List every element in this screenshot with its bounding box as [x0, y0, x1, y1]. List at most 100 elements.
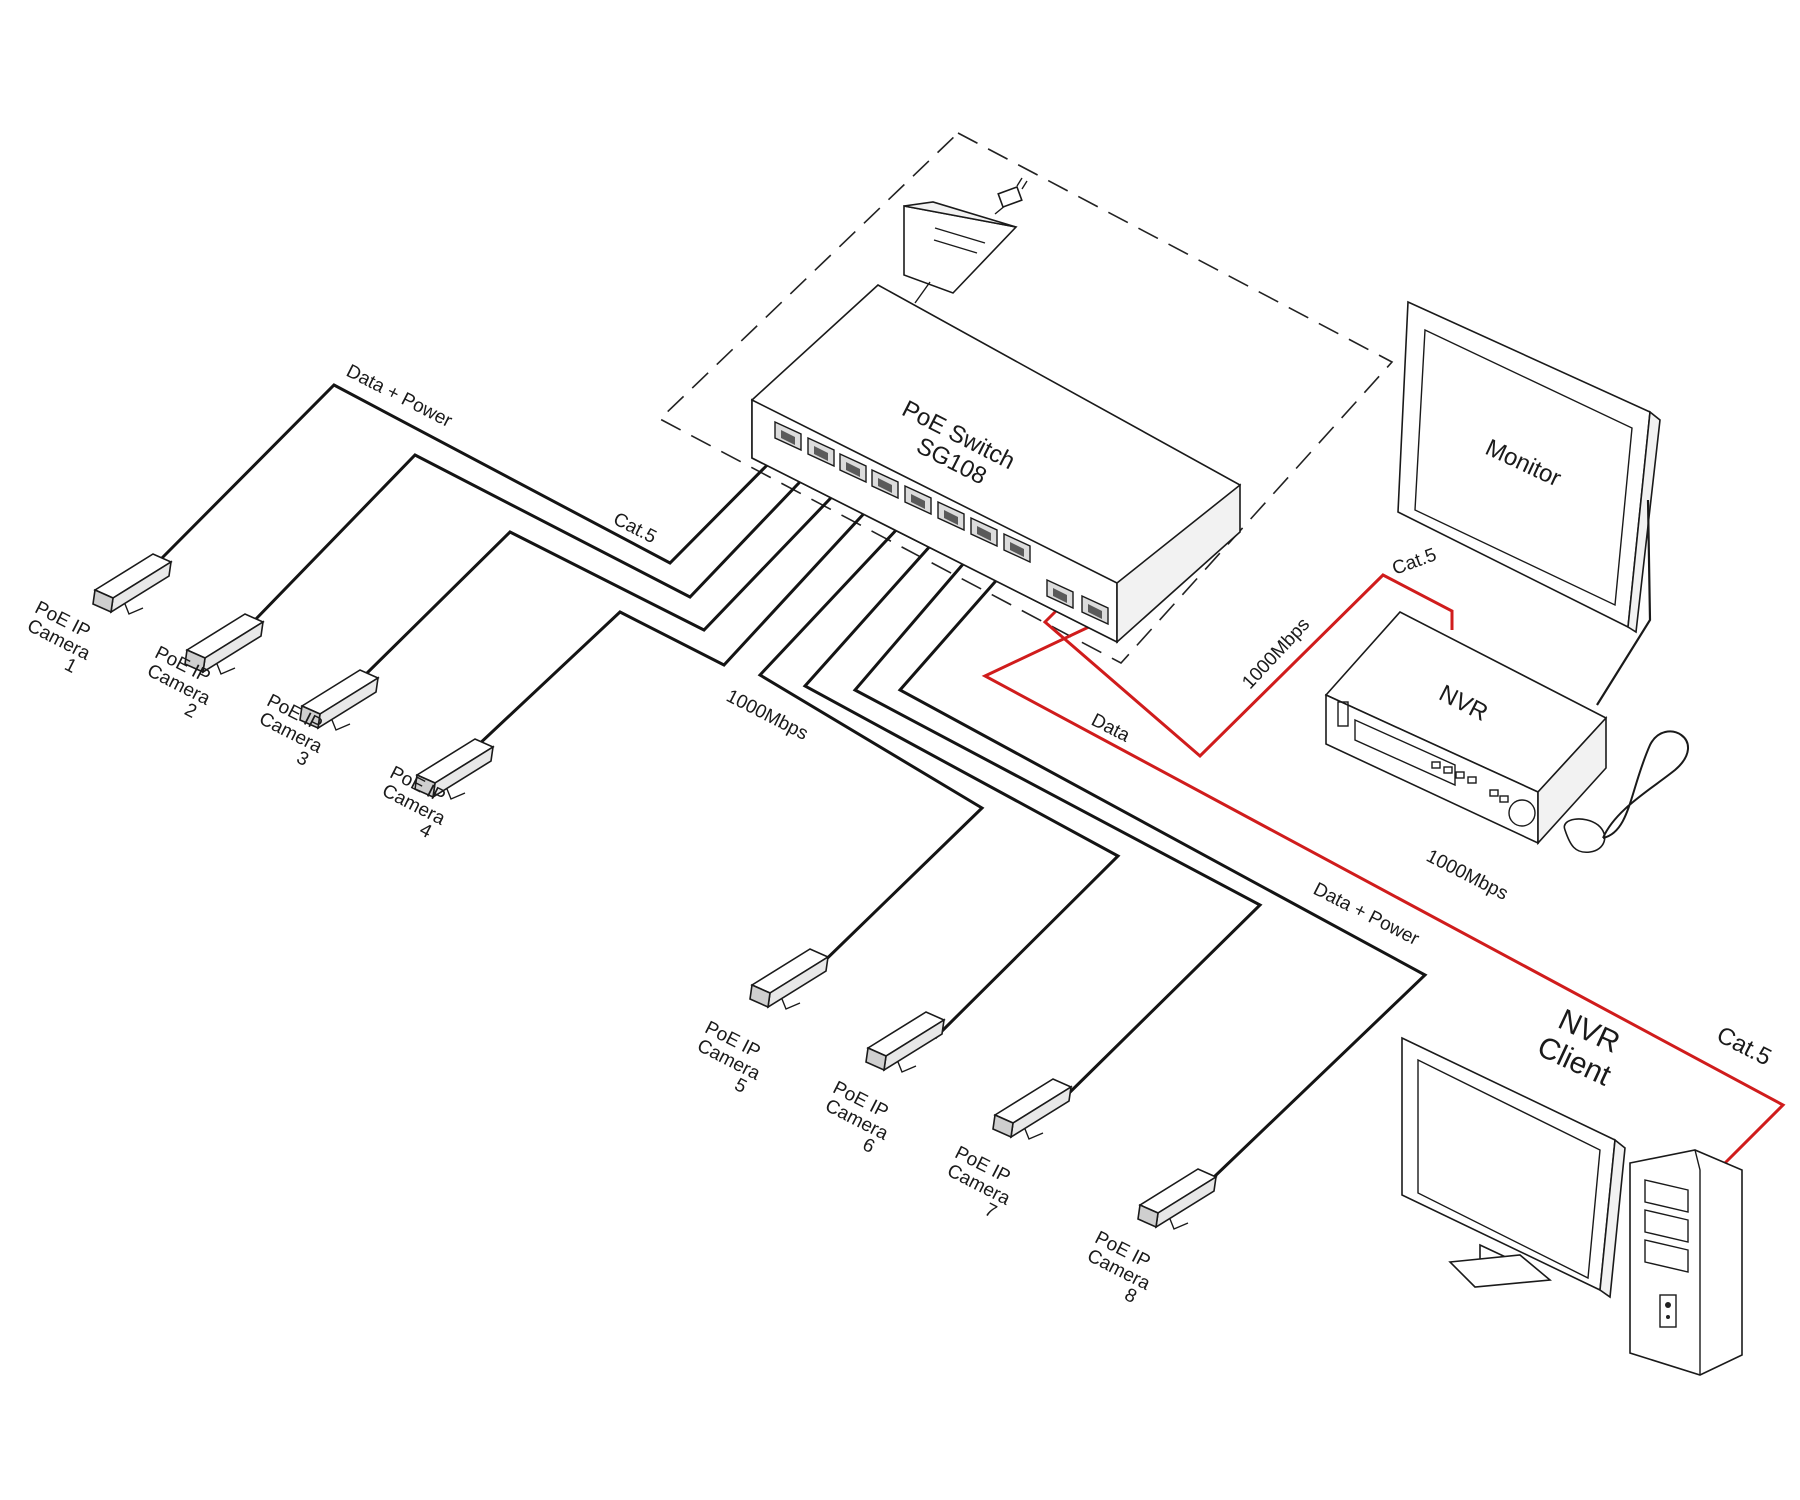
client-monitor-screen	[1417, 1058, 1601, 1280]
label-data-power-bottom: Data + Power	[1310, 879, 1423, 951]
camera-lens-face	[992, 1113, 1014, 1139]
camera-lens-face	[92, 588, 114, 614]
port-jack	[944, 510, 958, 525]
monitor-cable	[1596, 499, 1652, 706]
port-jack	[1010, 542, 1024, 557]
adapter-label-line	[933, 239, 978, 254]
camera-number: 1	[61, 654, 80, 678]
cable-camera-3	[358, 476, 852, 682]
port-jack	[1088, 604, 1102, 619]
cable-camera-7	[852, 541, 1263, 1104]
nvr-dial	[1508, 799, 1536, 827]
cable-switch-to-nvr	[1042, 573, 1454, 759]
port-jack	[814, 446, 828, 461]
port-jack	[781, 430, 795, 445]
camera-lens-face	[299, 704, 321, 730]
power-button-panel	[1659, 1294, 1677, 1328]
camera-mount	[216, 663, 236, 675]
camera-lens-face	[749, 983, 771, 1009]
port-jack	[878, 478, 892, 493]
cable-camera-5	[757, 508, 985, 977]
camera-mount	[1169, 1218, 1189, 1230]
label-cat5-client: Cat.5	[1712, 1021, 1775, 1071]
monitor-screen	[1414, 328, 1633, 607]
nvr: NVR	[1324, 611, 1608, 846]
camera-number: 2	[181, 699, 200, 723]
nvr-client-pc: NVR Client	[1401, 1003, 1743, 1376]
power-button-icon	[1665, 1302, 1671, 1308]
port-jack	[911, 494, 925, 509]
client-tower-edge	[1694, 1149, 1701, 1375]
cable-camera-2	[253, 453, 820, 622]
cable-camera-8	[897, 557, 1428, 1202]
monitor: Monitor	[1397, 300, 1661, 706]
cable-switch-to-client	[981, 623, 1786, 1165]
camera-lens-face	[414, 773, 436, 799]
cable-camera-6	[802, 525, 1121, 1040]
plug-pin	[1016, 177, 1023, 187]
switch-enclosure-dashed	[658, 132, 1394, 664]
camera-number: 8	[1121, 1284, 1140, 1308]
adapter-cord	[914, 281, 931, 304]
camera-lens-face	[865, 1046, 887, 1072]
camera-mount	[446, 788, 466, 800]
camera-mount	[331, 719, 351, 731]
camera-mount	[124, 603, 144, 615]
switch-ports	[774, 420, 1109, 626]
label-cat5-nvr: Cat.5	[1390, 544, 1440, 579]
mouse-icon	[1563, 730, 1689, 854]
camera-lens-face	[184, 648, 206, 674]
camera-number: 5	[731, 1074, 750, 1098]
label-1000mbps-left: 1000Mbps	[723, 686, 812, 745]
camera-number: 7	[981, 1199, 1000, 1223]
camera-number: 3	[293, 747, 312, 771]
adapter-label-line	[934, 227, 986, 244]
client-monitor-edge	[1599, 1138, 1626, 1299]
switch-side-face	[1116, 483, 1241, 644]
port-jack	[1053, 588, 1067, 603]
camera-lens-face	[1137, 1203, 1159, 1229]
label-data-power-top: Data + Power	[343, 361, 456, 433]
client-monitor-stand	[1448, 1254, 1552, 1288]
camera-number: 6	[859, 1134, 878, 1158]
nvr-side-face	[1537, 715, 1607, 846]
plug-icon	[997, 185, 1023, 209]
port-jack	[977, 526, 991, 541]
label-1000mbps-client: 1000Mbps	[1423, 846, 1512, 905]
poe-switch: PoE Switch SG108	[750, 284, 1242, 644]
camera-mount	[1024, 1128, 1044, 1140]
drive-bay	[1644, 1179, 1689, 1213]
drive-bay	[1644, 1239, 1689, 1273]
adapter-body	[903, 205, 1018, 294]
plug-pin	[1021, 180, 1028, 190]
port-jack	[846, 462, 860, 477]
label-cat5-left: Cat.5	[610, 509, 660, 548]
data-cables	[981, 573, 1786, 1165]
camera-cables	[158, 383, 1428, 1202]
nvr-power-switch	[1337, 701, 1349, 727]
nvr-disk-slot	[1354, 718, 1456, 787]
adapter-top	[903, 201, 1017, 228]
monitor-edge	[1627, 410, 1661, 634]
cable-camera-1	[158, 383, 787, 565]
cable-camera-4	[473, 492, 884, 750]
label-data: Data	[1088, 710, 1134, 747]
camera-number: 4	[416, 819, 435, 843]
led-icon	[1666, 1315, 1670, 1319]
nvr-buttons	[1431, 761, 1509, 803]
camera-mount	[781, 998, 801, 1010]
drive-bay	[1644, 1209, 1689, 1243]
camera-mount	[897, 1061, 917, 1073]
power-adapter	[903, 177, 1028, 304]
